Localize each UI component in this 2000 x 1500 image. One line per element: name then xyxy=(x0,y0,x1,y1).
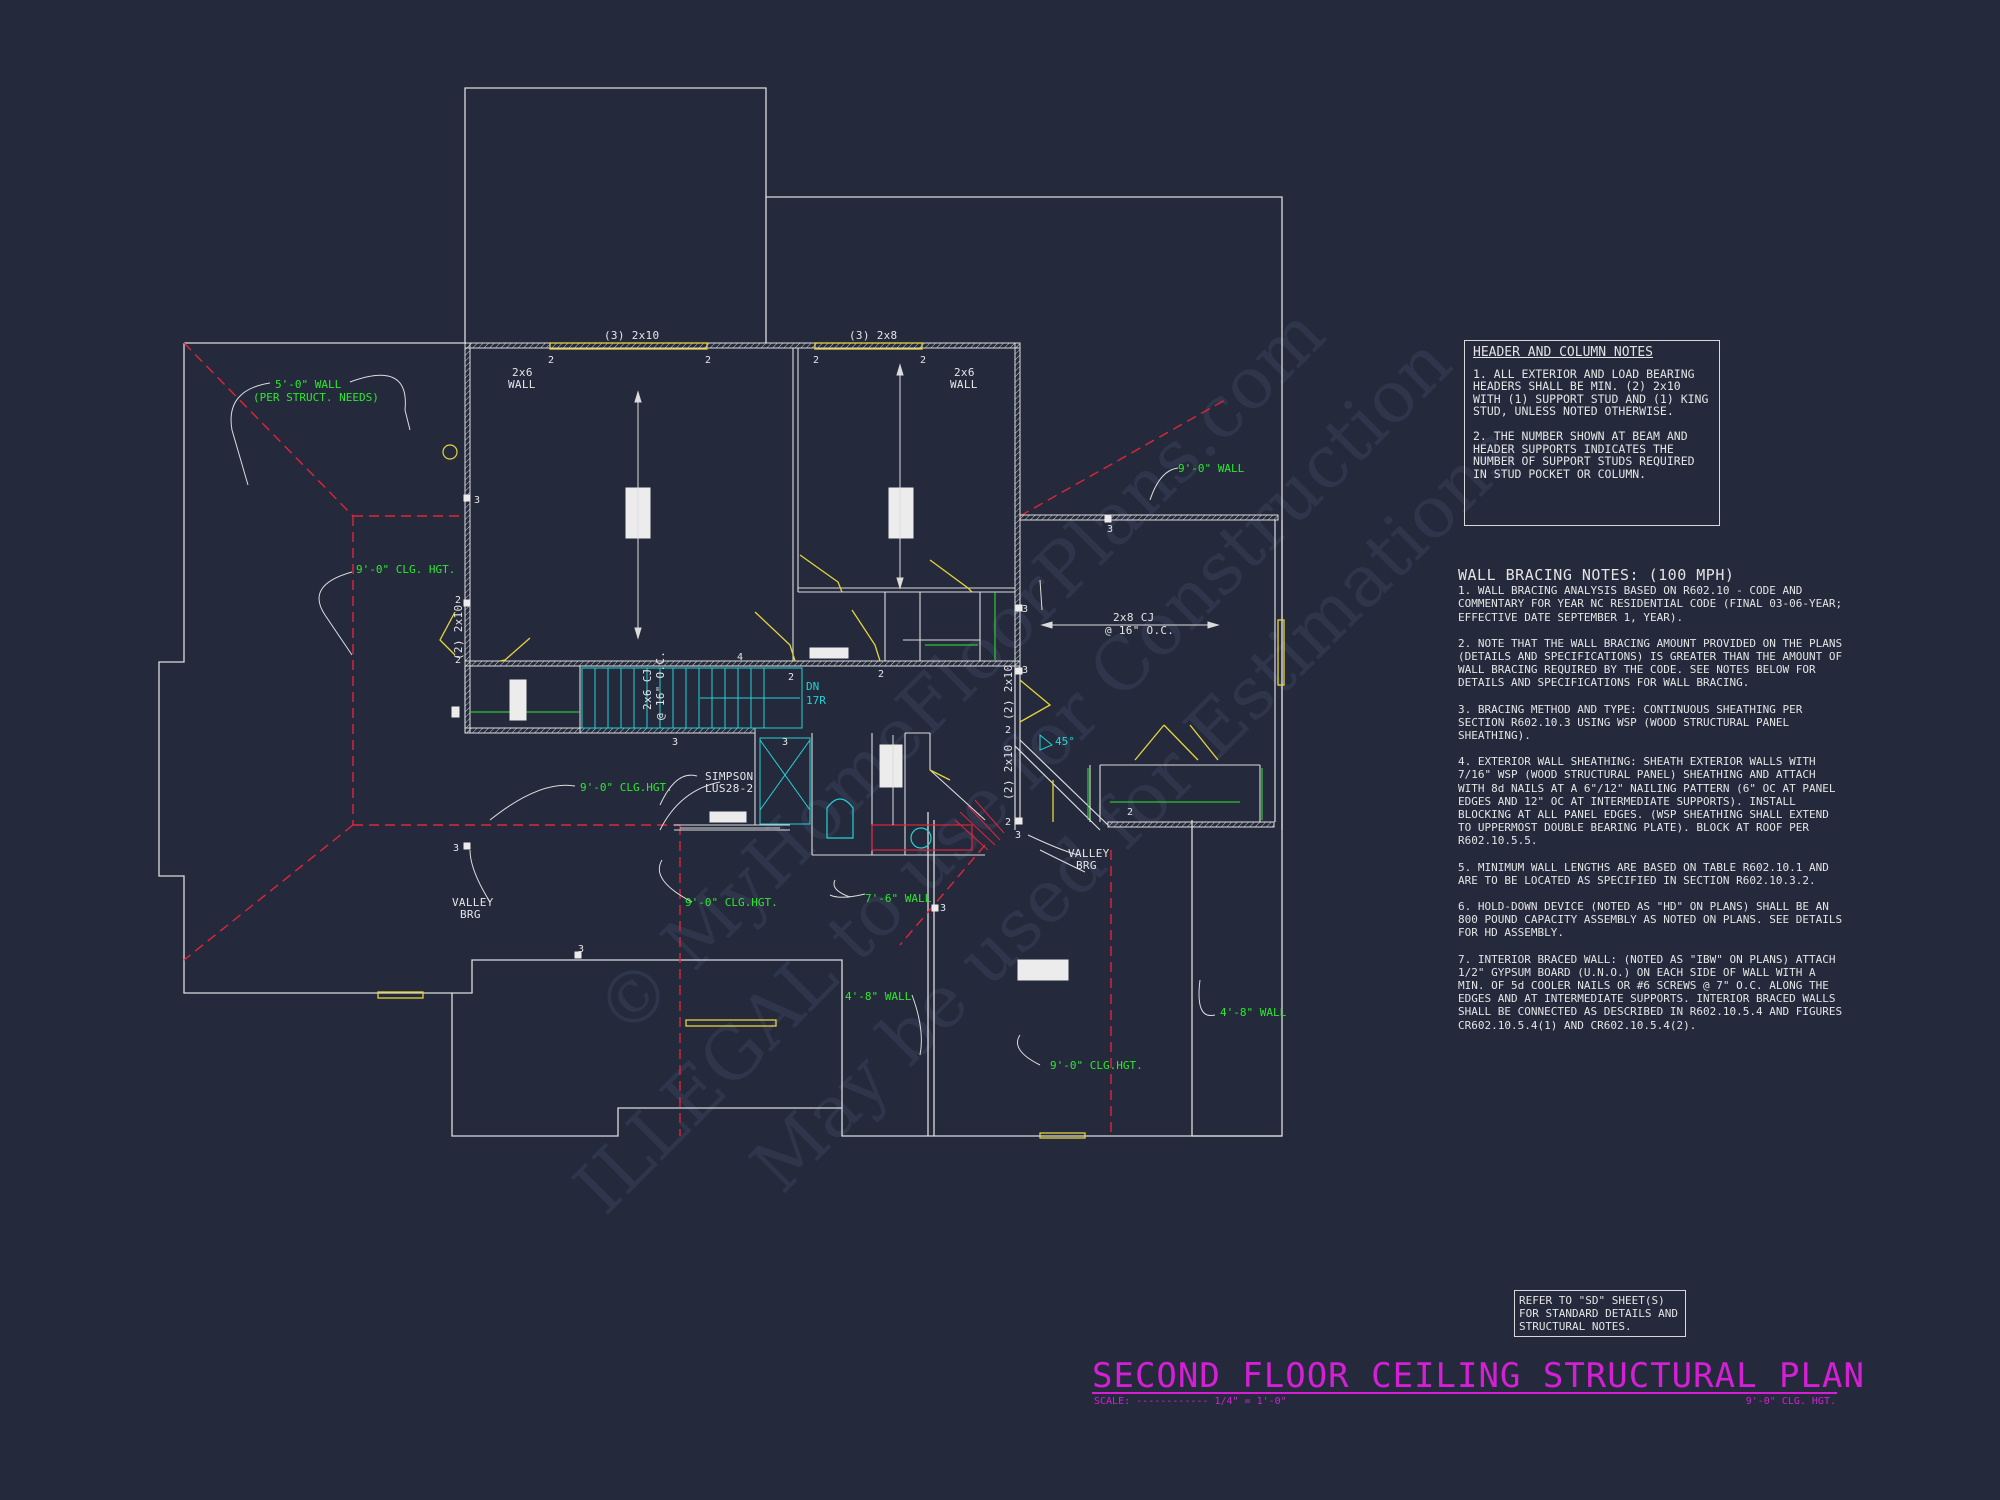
svg-text:2: 2 xyxy=(455,595,461,606)
headers xyxy=(377,342,1285,1139)
label-brg-left: BRG xyxy=(460,908,481,921)
label-hdr-2x10-b: (2) 2x10 xyxy=(1002,665,1015,720)
bracing-note-7: 7. INTERIOR BRACED WALL: (NOTED AS "IBW"… xyxy=(1458,952,1843,1032)
reference-note: REFER TO "SD" SHEET(S) FOR STANDARD DETA… xyxy=(1514,1290,1686,1337)
label-clg-hgt-left: 9'-0" CLG. HGT. xyxy=(356,563,455,576)
svg-text:2: 2 xyxy=(1127,807,1133,818)
label-clg-hgt-lower: 9'-0" CLG.HGT. xyxy=(685,896,778,909)
bracing-note-5: 5. MINIMUM WALL LENGTHS ARE BASED ON TAB… xyxy=(1458,860,1829,887)
bracing-note-1: 1. WALL BRACING ANALYSIS BASED ON R602.1… xyxy=(1458,584,1843,624)
label-hdr-2x10-c: (2) 2x10 xyxy=(1002,745,1015,800)
label-wall-left: WALL xyxy=(508,378,536,391)
svg-text:2: 2 xyxy=(813,355,819,366)
svg-text:3: 3 xyxy=(578,944,584,955)
svg-text:2: 2 xyxy=(788,672,794,683)
label-lus28: LUS28-2 xyxy=(705,782,753,795)
svg-text:3: 3 xyxy=(672,737,678,748)
angle-marker xyxy=(1039,733,1053,751)
svg-text:3: 3 xyxy=(940,903,946,914)
label-4ft-wall-right: 4'-8" WALL xyxy=(1220,1006,1287,1019)
svg-text:2: 2 xyxy=(455,655,461,666)
scale-value: 1/4" = 1'-0" xyxy=(1214,1396,1287,1407)
label-valley-left: VALLEY xyxy=(452,896,494,909)
bracing-note-2: 2. NOTE THAT THE WALL BRACING AMOUNT PRO… xyxy=(1458,636,1843,690)
span-arrows xyxy=(634,363,1220,829)
label-stair-dn: DN xyxy=(806,680,819,693)
label-header-2x10: (3) 2x10 xyxy=(604,329,659,342)
svg-text:3: 3 xyxy=(474,495,480,506)
label-stair-17r: 17R xyxy=(806,694,826,707)
label-2x6-cj-spacing: @ 16" O.C. xyxy=(654,651,667,720)
exterior-walls xyxy=(464,342,1283,831)
wall-bracing-notes: WALL BRACING NOTES: (100 MPH) 1. WALL BR… xyxy=(1458,566,1848,1045)
roof-outline xyxy=(158,87,1283,1137)
label-per-struct: (PER STRUCT. NEEDS) xyxy=(253,391,379,404)
label-2x8-cj: 2x8 CJ xyxy=(1113,611,1155,624)
bath-fixtures xyxy=(826,798,973,851)
leader-lines xyxy=(230,374,1216,1066)
title-underline xyxy=(1092,1392,1837,1394)
scale-dashes: ------------ xyxy=(1136,1396,1215,1407)
header-column-notes: HEADER AND COLUMN NOTES 1. ALL EXTERIOR … xyxy=(1464,340,1720,526)
svg-text:3: 3 xyxy=(453,843,459,854)
column-marker xyxy=(442,444,458,460)
svg-text:3: 3 xyxy=(1022,604,1028,615)
svg-text:2: 2 xyxy=(878,669,884,680)
svg-text:2: 2 xyxy=(920,355,926,366)
scale-row: SCALE: ------------ 1/4" = 1'-0" 9'-0" C… xyxy=(1094,1396,1836,1407)
bracing-note-6: 6. HOLD-DOWN DEVICE (NOTED AS "HD" ON PL… xyxy=(1458,900,1843,940)
support-posts xyxy=(451,487,1112,981)
label-valley-right: VALLEY xyxy=(1068,847,1110,860)
bracing-note-4: 4. EXTERIOR WALL SHEATHING: SHEATH EXTER… xyxy=(1458,755,1836,848)
tub-hatch xyxy=(954,799,1005,851)
support-numbers: 2 2 2 2 3 2 2 3 3 2 2 3 4 2 2 3 3 3 3 3 … xyxy=(453,355,1133,955)
header-note-2: 2. THE NUMBER SHOWN AT BEAM AND HEADER S… xyxy=(1473,428,1695,481)
svg-text:2: 2 xyxy=(1005,725,1011,736)
label-2x6-cj: 2x6 CJ xyxy=(641,668,654,710)
svg-text:4: 4 xyxy=(737,652,743,663)
drawing-title: SECOND FLOOR CEILING STRUCTURAL PLAN xyxy=(1092,1356,1865,1396)
label-5ft-wall: 5'-0" WALL xyxy=(275,378,342,391)
label-9ft-wall: 9'-0" WALL xyxy=(1178,462,1245,475)
svg-text:2: 2 xyxy=(548,355,554,366)
label-4ft-wall-left: 4'-8" WALL xyxy=(845,990,912,1003)
label-7ft-wall: 7'-6" WALL xyxy=(865,892,932,905)
scale-label: SCALE: xyxy=(1094,1396,1131,1407)
label-clg-hgt-mid: 9'-0" CLG.HGT. xyxy=(580,781,673,794)
label-2x6-right: 2x6 xyxy=(954,366,975,379)
svg-text:3: 3 xyxy=(1022,665,1028,676)
header-notes-title: HEADER AND COLUMN NOTES xyxy=(1473,345,1654,360)
stairs xyxy=(581,667,811,825)
label-hdr-2x10-a: (2) 2x10 xyxy=(452,605,465,660)
header-note-1: 1. ALL EXTERIOR AND LOAD BEARING HEADERS… xyxy=(1473,366,1709,419)
label-brg-right: BRG xyxy=(1076,859,1097,872)
label-simpson: SIMPSON xyxy=(705,770,753,783)
label-header-2x8: (3) 2x8 xyxy=(849,329,897,342)
svg-text:3: 3 xyxy=(1107,524,1113,535)
svg-text:3: 3 xyxy=(782,737,788,748)
plan-labels: (3) 2x10 (3) 2x8 2x6 WALL 2x6 WALL 5'-0"… xyxy=(253,329,1287,1072)
svg-text:2: 2 xyxy=(1005,817,1011,828)
bracing-notes-title: WALL BRACING NOTES: (100 MPH) xyxy=(1458,566,1735,584)
roof-ridge-lines xyxy=(183,342,1226,1136)
interior-walls xyxy=(464,348,1261,856)
title-ceiling-height: 9'-0" CLG. HGT. xyxy=(1745,1396,1836,1407)
label-clg-hgt-bottom: 9'-0" CLG.HGT. xyxy=(1050,1059,1143,1072)
label-2x6-left: 2x6 xyxy=(512,366,533,379)
label-2x8-cj-spacing: @ 16" O.C. xyxy=(1105,624,1174,637)
bracing-note-3: 3. BRACING METHOD AND TYPE: CONTINUOUS S… xyxy=(1458,702,1803,743)
label-angle: 45° xyxy=(1055,735,1075,748)
svg-text:3: 3 xyxy=(1015,830,1021,841)
svg-text:2: 2 xyxy=(705,355,711,366)
label-wall-right: WALL xyxy=(950,378,978,391)
